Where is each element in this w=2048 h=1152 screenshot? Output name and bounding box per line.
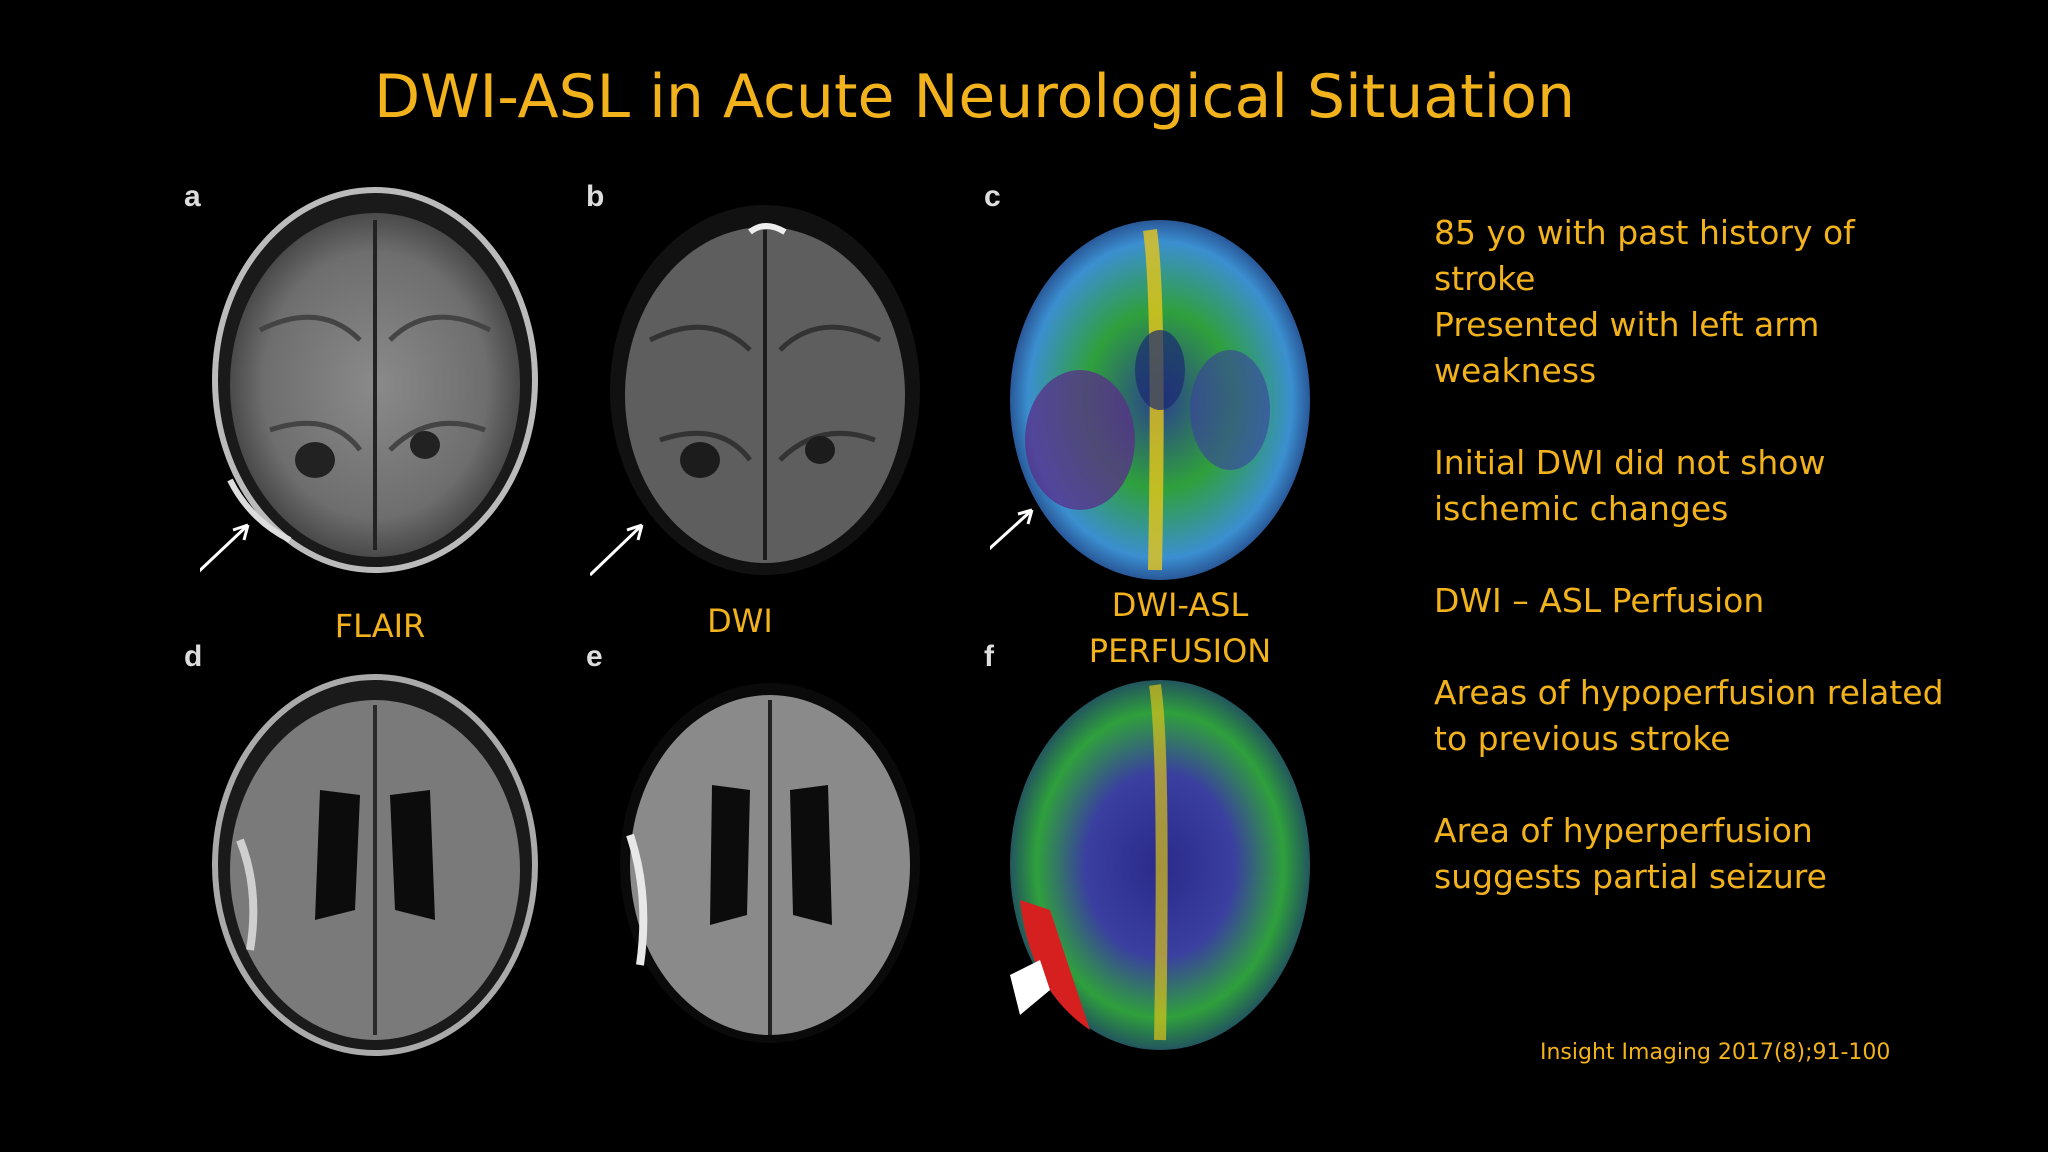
panel-label-a: a bbox=[184, 180, 201, 213]
note-line: stroke bbox=[1434, 259, 1536, 298]
flair-axial-image-lower bbox=[200, 670, 540, 1060]
note-line: 85 yo with past history of bbox=[1434, 213, 1855, 252]
caption-flair: FLAIR bbox=[334, 607, 426, 645]
note-dwi-asl: DWI – ASL Perfusion bbox=[1434, 578, 1994, 624]
caption-asl-line1: DWI-ASL bbox=[1111, 586, 1249, 624]
panel-label-c: c bbox=[984, 180, 1001, 213]
note-line: Presented with left arm bbox=[1434, 305, 1820, 344]
flair-axial-image-upper bbox=[200, 180, 540, 580]
caption-asl-line2: PERFUSION bbox=[1088, 632, 1272, 670]
asl-perfusion-map-lower bbox=[990, 670, 1330, 1060]
asl-perfusion-map-upper bbox=[990, 210, 1330, 610]
panel-label-e: e bbox=[586, 640, 603, 673]
note-history: 85 yo with past history of stroke Presen… bbox=[1434, 210, 1994, 394]
notes-panel: 85 yo with past history of stroke Presen… bbox=[1434, 210, 1994, 946]
note-line: Initial DWI did not show bbox=[1434, 443, 1826, 482]
note-line: weakness bbox=[1434, 351, 1597, 390]
panel-label-d: d bbox=[184, 640, 203, 673]
note-line: DWI – ASL Perfusion bbox=[1434, 581, 1765, 620]
caption-dwi: DWI bbox=[707, 602, 773, 640]
note-line: to previous stroke bbox=[1434, 719, 1731, 758]
note-initial-dwi: Initial DWI did not show ischemic change… bbox=[1434, 440, 1994, 532]
note-line: ischemic changes bbox=[1434, 489, 1729, 528]
dwi-axial-image-upper bbox=[590, 190, 930, 590]
citation: Insight Imaging 2017(8);91-100 bbox=[1540, 1040, 1891, 1065]
dwi-axial-image-lower bbox=[600, 675, 940, 1050]
note-hypoperfusion: Areas of hypoperfusion related to previo… bbox=[1434, 670, 1994, 762]
slide-title: DWI-ASL in Acute Neurological Situation bbox=[374, 62, 1575, 132]
note-line: suggests partial seizure bbox=[1434, 857, 1827, 896]
panel-label-f: f bbox=[984, 640, 994, 673]
note-line: Areas of hypoperfusion related bbox=[1434, 673, 1944, 712]
note-line: Area of hyperperfusion bbox=[1434, 811, 1813, 850]
panel-label-b: b bbox=[586, 180, 605, 213]
note-hyperperfusion: Area of hyperperfusion suggests partial … bbox=[1434, 808, 1994, 900]
